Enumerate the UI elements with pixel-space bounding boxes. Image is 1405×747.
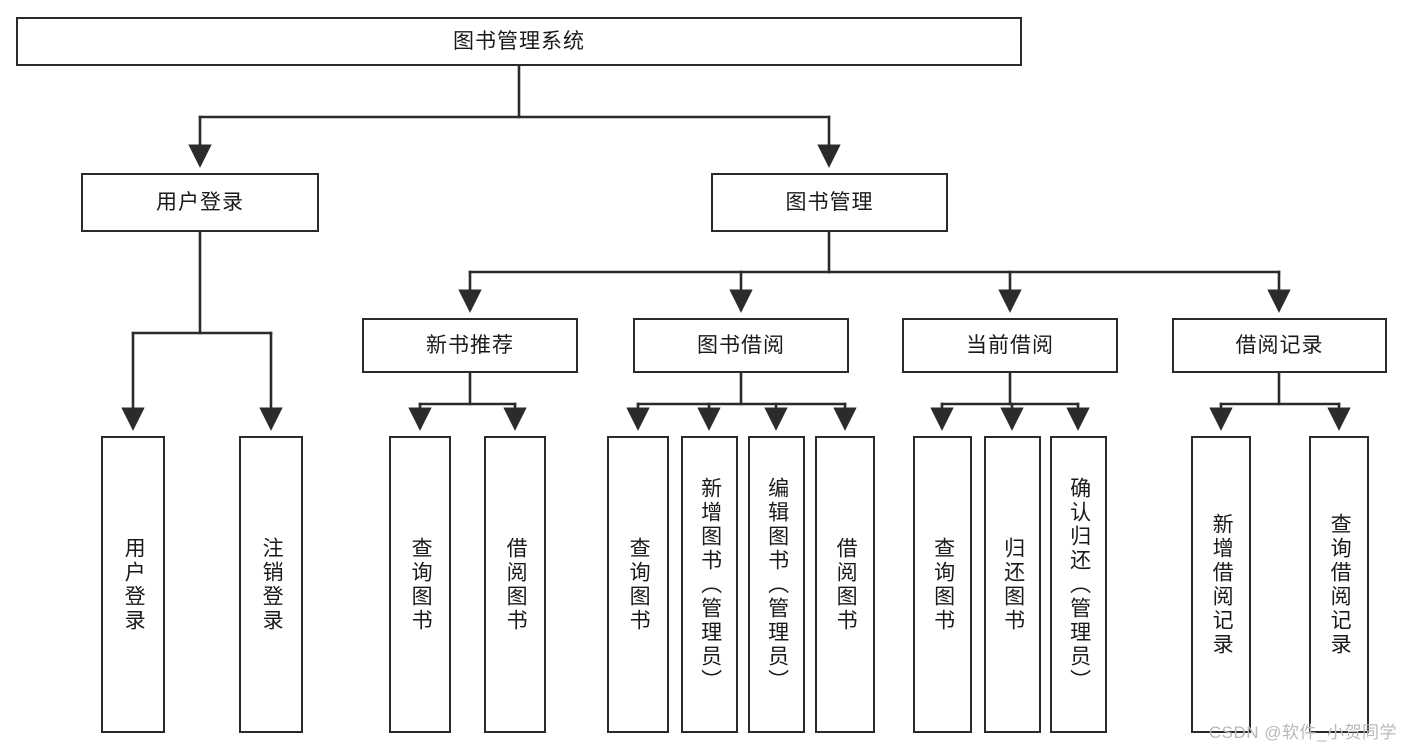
node-borrow-record[interactable]: 借阅记录 — [1172, 318, 1387, 373]
node-book-manage-label: 图书管理 — [785, 190, 874, 214]
node-leaf-return-book-label: 归还图书 — [1001, 536, 1025, 633]
node-leaf-borrow-book-2[interactable]: 借阅图书 — [815, 436, 875, 733]
node-leaf-add-record-label: 新增借阅记录 — [1210, 512, 1234, 657]
node-user-login[interactable]: 用户登录 — [81, 173, 319, 232]
node-leaf-borrow-book-2-label: 借阅图书 — [834, 536, 858, 633]
node-leaf-user-login[interactable]: 用户登录 — [101, 436, 165, 733]
node-leaf-query-book-3[interactable]: 查询图书 — [913, 436, 972, 733]
node-book-manage[interactable]: 图书管理 — [711, 173, 948, 232]
node-leaf-borrow-book-1-label: 借阅图书 — [504, 536, 528, 633]
node-leaf-edit-book[interactable]: 编辑图书（管理员） — [748, 436, 805, 733]
node-leaf-query-book-3-label: 查询图书 — [931, 536, 955, 633]
node-leaf-query-book-2-label: 查询图书 — [627, 536, 651, 633]
node-leaf-confirm-return-label: 确认归还（管理员） — [1067, 476, 1091, 693]
node-root[interactable]: 图书管理系统 — [16, 17, 1022, 66]
node-leaf-add-book[interactable]: 新增图书（管理员） — [681, 436, 738, 733]
node-current-borrow-label: 当前借阅 — [966, 333, 1054, 357]
watermark-text: CSDN @软件_小贺同学 — [1208, 723, 1397, 742]
node-leaf-logout-label: 注销登录 — [260, 536, 284, 633]
node-leaf-query-book-2[interactable]: 查询图书 — [607, 436, 669, 733]
node-current-borrow[interactable]: 当前借阅 — [902, 318, 1118, 373]
node-borrow-record-label: 借阅记录 — [1235, 333, 1324, 357]
node-leaf-query-record-label: 查询借阅记录 — [1328, 512, 1352, 657]
node-leaf-edit-book-label: 编辑图书（管理员） — [765, 476, 789, 693]
node-new-book-recommend-label: 新书推荐 — [426, 333, 514, 357]
node-leaf-add-record[interactable]: 新增借阅记录 — [1191, 436, 1251, 733]
node-leaf-query-record[interactable]: 查询借阅记录 — [1309, 436, 1369, 733]
node-new-book-recommend[interactable]: 新书推荐 — [362, 318, 578, 373]
node-leaf-query-book-1-label: 查询图书 — [409, 536, 433, 633]
node-leaf-borrow-book-1[interactable]: 借阅图书 — [484, 436, 546, 733]
node-leaf-user-login-label: 用户登录 — [122, 536, 146, 633]
node-leaf-add-book-label: 新增图书（管理员） — [698, 476, 722, 693]
node-leaf-confirm-return[interactable]: 确认归还（管理员） — [1050, 436, 1107, 733]
node-user-login-label: 用户登录 — [156, 190, 244, 214]
node-book-borrow-label: 图书借阅 — [697, 333, 785, 357]
node-leaf-return-book[interactable]: 归还图书 — [984, 436, 1041, 733]
node-leaf-logout[interactable]: 注销登录 — [239, 436, 303, 733]
node-leaf-query-book-1[interactable]: 查询图书 — [389, 436, 451, 733]
node-root-label: 图书管理系统 — [453, 29, 585, 53]
node-book-borrow[interactable]: 图书借阅 — [633, 318, 849, 373]
